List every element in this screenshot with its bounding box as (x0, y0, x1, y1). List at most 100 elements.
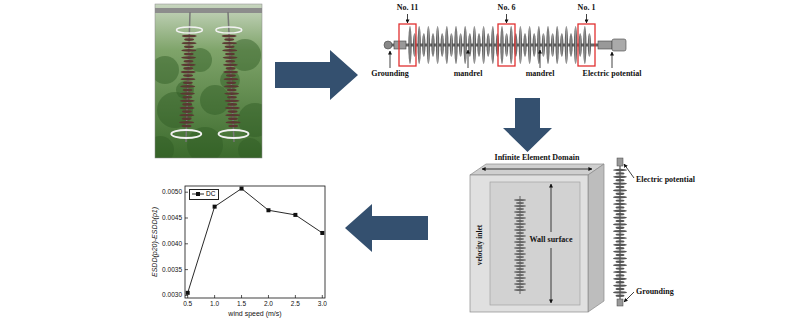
drawing-ellipse (613, 169, 627, 171)
tick-label: 0.0050 (162, 189, 182, 196)
drawing-ellipse (181, 125, 191, 128)
drawing-ellipse (427, 26, 430, 64)
tick-label: 0.0040 (162, 241, 182, 248)
drawing-circle (176, 81, 194, 99)
drawing-ellipse (181, 71, 196, 74)
drawing-ellipse (514, 229, 526, 231)
drawing-ellipse (616, 179, 625, 181)
drawing-ellipse (226, 82, 236, 85)
drawing-ellipse (454, 26, 457, 64)
drawing-ellipse (228, 110, 238, 113)
drawing-ellipse (616, 172, 625, 174)
drawing-rect (155, 4, 262, 158)
drawing-ellipse (613, 210, 627, 212)
drawing-ellipse (556, 26, 559, 64)
legend-sample (192, 191, 204, 197)
drawing-ellipse (516, 220, 524, 222)
drawing-ellipse (613, 196, 627, 198)
tick-label: 0.5 (183, 301, 192, 308)
drawing-ellipse (514, 199, 526, 201)
drawing-ellipse (418, 26, 421, 64)
drawing-ellipse (225, 53, 235, 56)
drawing-ellipse (408, 26, 411, 64)
drawing-ellipse (616, 274, 625, 276)
drawing-ellipse (183, 89, 193, 92)
drawing-ellipse (514, 241, 526, 243)
insulator-photo (155, 4, 262, 158)
drawing-line (187, 295, 188, 298)
tick-label: 3.0 (318, 301, 327, 308)
drawing-rect (155, 8, 262, 13)
drawing-ellipse (181, 56, 196, 59)
drawing-ellipse (613, 244, 627, 246)
drawing-ellipse (222, 42, 237, 45)
flow-arrow (275, 50, 358, 100)
drawing-circle (200, 85, 230, 115)
drawing-ellipse (184, 53, 194, 56)
tick-label: 1.5 (237, 301, 246, 308)
drawing-ellipse (560, 33, 563, 57)
drawing-line (586, 14, 587, 23)
drawing-line (482, 169, 592, 170)
drawing-ellipse (183, 74, 193, 77)
drawing-ellipse (616, 233, 625, 235)
drawing-ellipse (514, 277, 526, 279)
drawing-rect (490, 182, 580, 305)
drawing-ellipse (579, 33, 582, 57)
drawing-line (185, 243, 188, 244)
drawing-polygon (470, 164, 604, 175)
drawing-ellipse (182, 42, 197, 45)
drawing-ellipse (223, 71, 238, 74)
drawing-ellipse (224, 38, 234, 41)
part-label: Grounding (636, 288, 674, 296)
drawing-ellipse (514, 289, 526, 291)
drawing-circle (155, 136, 174, 158)
drawing-ellipse (583, 26, 586, 64)
part-label: mandrel (526, 70, 555, 78)
drawing-rect (186, 291, 190, 295)
drawing-ellipse (514, 217, 526, 219)
drawing-line (468, 50, 469, 68)
drawing-ellipse (487, 33, 490, 57)
drawing-ellipse (516, 226, 524, 228)
drawing-ellipse (182, 103, 192, 106)
drawing-ellipse (616, 227, 625, 229)
axis-title: wind speed (m/s) (228, 310, 281, 317)
drawing-ellipse (551, 33, 554, 57)
drawing-ellipse (180, 78, 195, 81)
drawing-ellipse (542, 33, 545, 57)
simulation-domain (470, 158, 634, 312)
drawing-ellipse (613, 257, 627, 259)
drawing-ellipse (459, 33, 462, 57)
drawing-ellipse (514, 271, 526, 273)
drawing-rect (598, 41, 612, 49)
drawing-ellipse (223, 64, 238, 67)
drawing-rect (394, 41, 406, 49)
drawing-rect (185, 186, 325, 298)
drawing-ellipse (613, 203, 627, 205)
drawing-ellipse (516, 208, 524, 210)
drawing-circle (384, 41, 392, 49)
drawing-ellipse (516, 280, 524, 282)
tick-label: 0.0035 (162, 266, 182, 273)
drawing-ellipse (171, 130, 201, 138)
drawing-ellipse (228, 118, 238, 121)
drawing-line (624, 292, 634, 302)
drawing-ellipse (464, 26, 467, 64)
callout-number: No. 11 (397, 4, 418, 12)
drawing-ellipse (613, 189, 627, 191)
drawing-rect (266, 208, 270, 212)
drawing-line (268, 295, 269, 298)
drawing-ellipse (613, 278, 627, 280)
drawing-ellipse (616, 186, 625, 188)
tick-label: 1.0 (210, 301, 219, 308)
drawing-line (241, 295, 242, 298)
drawing-line (612, 52, 613, 68)
drawing-ellipse (183, 82, 193, 85)
drawing-ellipse (613, 264, 627, 266)
drawing-ellipse (616, 261, 625, 263)
drawing-rect (612, 39, 626, 51)
drawing-line (185, 218, 188, 219)
drawing-ellipse (613, 250, 627, 252)
